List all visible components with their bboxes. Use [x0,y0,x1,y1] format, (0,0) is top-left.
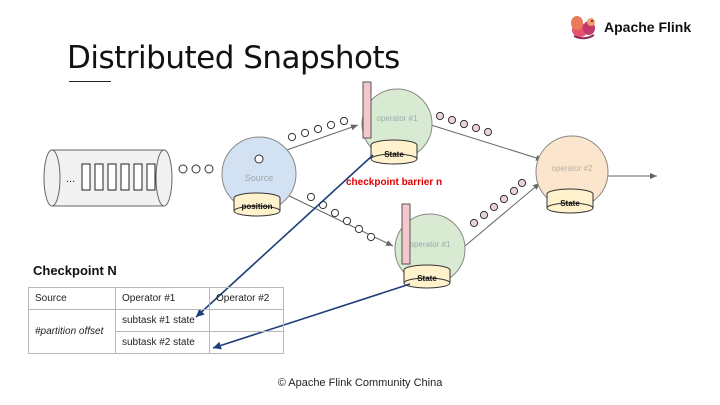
barrier-marker-top [362,81,372,139]
empty-cell [209,309,284,332]
state-label-op1-top: State [384,150,404,159]
operator1-bottom-node: operator #1 State [394,203,466,289]
header-operator2: Operator #2 [209,287,284,310]
records-source-to-op1a [287,116,349,142]
records-op1a-to-op2 [435,111,493,137]
operator2-label: operator #2 [552,164,593,173]
subtask1-state-cell: subtask #1 state [115,309,210,332]
queue-label: ... [66,173,75,185]
source-label: Source [245,173,274,183]
state-label-op1-bottom: State [417,274,437,283]
empty-cell [209,331,284,354]
table-row: #partition offset subtask #1 state [28,309,284,354]
apache-flink-logo: Apache Flink [570,14,691,40]
checkpoint-barrier-label: checkpoint barrier n [346,177,442,188]
checkpoint-title: Checkpoint N [33,263,117,278]
records-op1b-to-op2 [469,178,527,228]
footer-copyright: © Apache Flink Community China [277,377,443,389]
checkpoint-table: Source Operator #1 Operator #2 #partitio… [28,287,284,354]
operator1-top-label: operator #1 [377,114,418,123]
header-operator1: Operator #1 [115,287,210,310]
subtask2-state-cell: subtask #2 state [115,331,210,354]
header-source: Source [28,287,116,310]
operator2-node: operator #2 State [535,135,609,214]
operator1-top-node: operator #1 State [361,81,433,165]
partition-offset-cell: #partition offset [28,309,116,354]
logo-text: Apache Flink [604,19,692,35]
input-queue: ... [43,149,173,207]
records-queue-to-source [178,164,214,174]
title-underline [69,81,111,82]
state-label-op2: State [560,199,580,208]
table-header-row: Source Operator #1 Operator #2 [28,287,284,310]
position-label: position [241,202,272,211]
records-source-to-op1b [306,192,376,242]
barrier-marker-bottom [401,203,411,265]
table-row: subtask #2 state [29,331,284,354]
source-node: Source position [221,136,297,217]
operator1-bottom-label: operator #1 [410,240,451,249]
flink-squirrel-icon [571,16,595,40]
slide-title: Distributed Snapshots [67,40,400,76]
